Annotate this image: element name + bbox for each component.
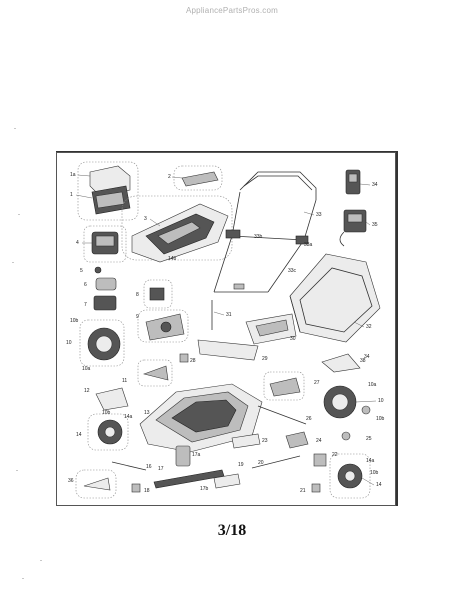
rear-axle-bracket — [263, 371, 305, 401]
callout-12: 12 — [84, 388, 90, 394]
callout-14a-left: 14a — [124, 414, 133, 420]
callout-7: 7 — [84, 302, 87, 308]
link-16 — [111, 461, 147, 471]
scan-speck — [40, 560, 42, 561]
callout-30: 30 — [290, 336, 296, 342]
parts-20-21-22 — [251, 453, 327, 493]
diagram-frame — [56, 152, 396, 506]
callout-27: 27 — [314, 380, 320, 386]
callout-26: 26 — [306, 416, 312, 422]
callout-1a: 1a — [70, 172, 76, 178]
callout-8: 8 — [136, 292, 139, 298]
callout-31: 31 — [226, 312, 232, 318]
top-cover — [121, 195, 233, 263]
mower-deck — [139, 383, 263, 453]
switch-box — [143, 279, 173, 309]
callout-38: 38 — [360, 358, 366, 364]
scan-speck — [22, 578, 24, 579]
handle-grip — [173, 165, 223, 191]
mulch-plug — [197, 339, 259, 361]
front-wheel-left — [87, 413, 129, 451]
callout-14-right: 14 — [376, 482, 382, 488]
front-wheel-right — [329, 453, 371, 499]
callout-34-top: 34 — [372, 182, 378, 188]
callout-32: 32 — [366, 324, 372, 330]
battery-pack — [77, 161, 139, 221]
callout-1: 1 — [70, 192, 73, 198]
callout-21: 21 — [300, 488, 306, 494]
callout-10a-left: 10a — [82, 366, 91, 372]
callout-10a-right: 10a — [368, 382, 377, 388]
leader-lines — [75, 174, 377, 486]
callout-17a: 17a — [192, 452, 201, 458]
battery — [345, 169, 361, 195]
callout-33: 33 — [316, 212, 322, 218]
parts-23-24-25 — [231, 431, 351, 449]
callout-20: 20 — [258, 460, 264, 466]
callout-25: 25 — [366, 436, 372, 442]
part-36 — [75, 469, 117, 499]
callout-10b-left: 10b — [70, 318, 79, 324]
page-number: 3/18 — [217, 522, 247, 539]
callout-17b: 17b — [200, 486, 209, 492]
callout-10b-front: 10b — [102, 410, 111, 416]
callout-19: 19 — [238, 462, 244, 468]
callout-22: 22 — [332, 452, 338, 458]
rear-wheel-left — [79, 319, 125, 367]
frame-top-edge — [56, 151, 398, 152]
callout-14b: 14b — [168, 256, 177, 262]
callout-29: 29 — [262, 356, 268, 362]
callout-33c: 33c — [288, 268, 297, 274]
callout-33a: 33a — [304, 242, 313, 248]
callout-23: 23 — [262, 438, 268, 444]
handle-assembly — [213, 171, 317, 293]
axle-rod — [257, 405, 307, 425]
callout-3: 3 — [144, 216, 147, 222]
rear-flap — [245, 313, 297, 345]
callout-9: 9 — [136, 314, 139, 320]
callout-18: 18 — [144, 488, 150, 494]
callout-16: 16 — [146, 464, 152, 470]
callout-labels: 1a 1 2 3 4 5 6 7 8 9 10b 10 10a 11 12 13… — [66, 172, 385, 494]
safety-key — [83, 225, 127, 263]
side-discharge — [321, 353, 361, 373]
scan-speck — [18, 214, 20, 215]
charger — [339, 209, 367, 247]
part-19 — [213, 473, 241, 489]
callout-2: 2 — [168, 174, 171, 180]
callout-24: 24 — [316, 438, 322, 444]
callout-5: 5 — [80, 268, 83, 274]
scan-speck — [16, 470, 18, 471]
callout-6: 6 — [84, 282, 87, 288]
callout-34-right: 34 — [364, 354, 370, 360]
callout-10b-wheel: 10b — [370, 470, 379, 476]
callout-10-left: 10 — [66, 340, 72, 346]
part-18 — [131, 483, 141, 493]
part-12-cover — [95, 387, 129, 411]
motor-housing — [137, 309, 189, 343]
callout-17: 17 — [158, 466, 164, 472]
grass-bag — [289, 253, 381, 343]
callout-13: 13 — [144, 410, 150, 416]
scan-speck — [14, 128, 16, 129]
callout-35: 35 — [372, 222, 378, 228]
scan-speck — [12, 262, 14, 263]
callout-4: 4 — [76, 240, 79, 246]
frame-right-edge — [396, 152, 398, 506]
height-lever — [137, 359, 173, 387]
callout-11: 11 — [122, 378, 127, 384]
blade-assembly — [153, 445, 225, 489]
part-28 — [179, 353, 189, 363]
callout-14a-right: 14a — [366, 458, 375, 464]
rear-wheel-right — [323, 385, 371, 419]
small-parts-5-6-7 — [93, 266, 117, 311]
callout-10-right: 10 — [378, 398, 384, 404]
callout-10b-right: 10b — [376, 416, 385, 422]
callout-33b: 33b — [254, 234, 263, 240]
watermark: AppliancePartsPros.com — [186, 6, 278, 15]
callout-36: 36 — [68, 478, 74, 484]
callout-14-left: 14 — [76, 432, 82, 438]
callout-28: 28 — [190, 358, 196, 364]
